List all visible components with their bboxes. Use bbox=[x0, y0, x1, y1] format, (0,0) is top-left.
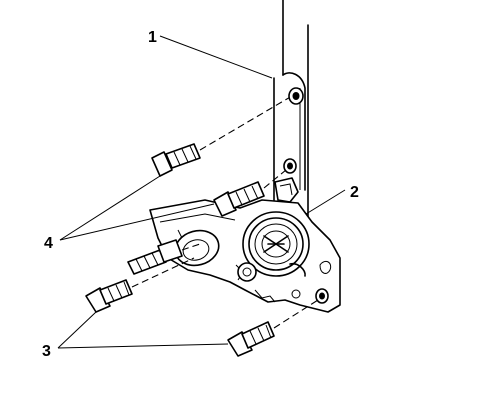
bolt-lower-left bbox=[85, 257, 195, 313]
callout-1: 1 bbox=[148, 29, 157, 46]
callout-2: 2 bbox=[350, 184, 359, 201]
bolt-upper bbox=[151, 87, 304, 177]
stud-fastener bbox=[127, 239, 201, 275]
bolt-lower-right bbox=[227, 288, 329, 357]
bolt-middle bbox=[213, 158, 297, 217]
cable-spool bbox=[237, 262, 257, 282]
regulator-drum bbox=[242, 211, 310, 277]
callout-4: 4 bbox=[44, 235, 53, 252]
callout-3: 3 bbox=[42, 343, 51, 360]
leader-lines bbox=[57, 35, 346, 349]
